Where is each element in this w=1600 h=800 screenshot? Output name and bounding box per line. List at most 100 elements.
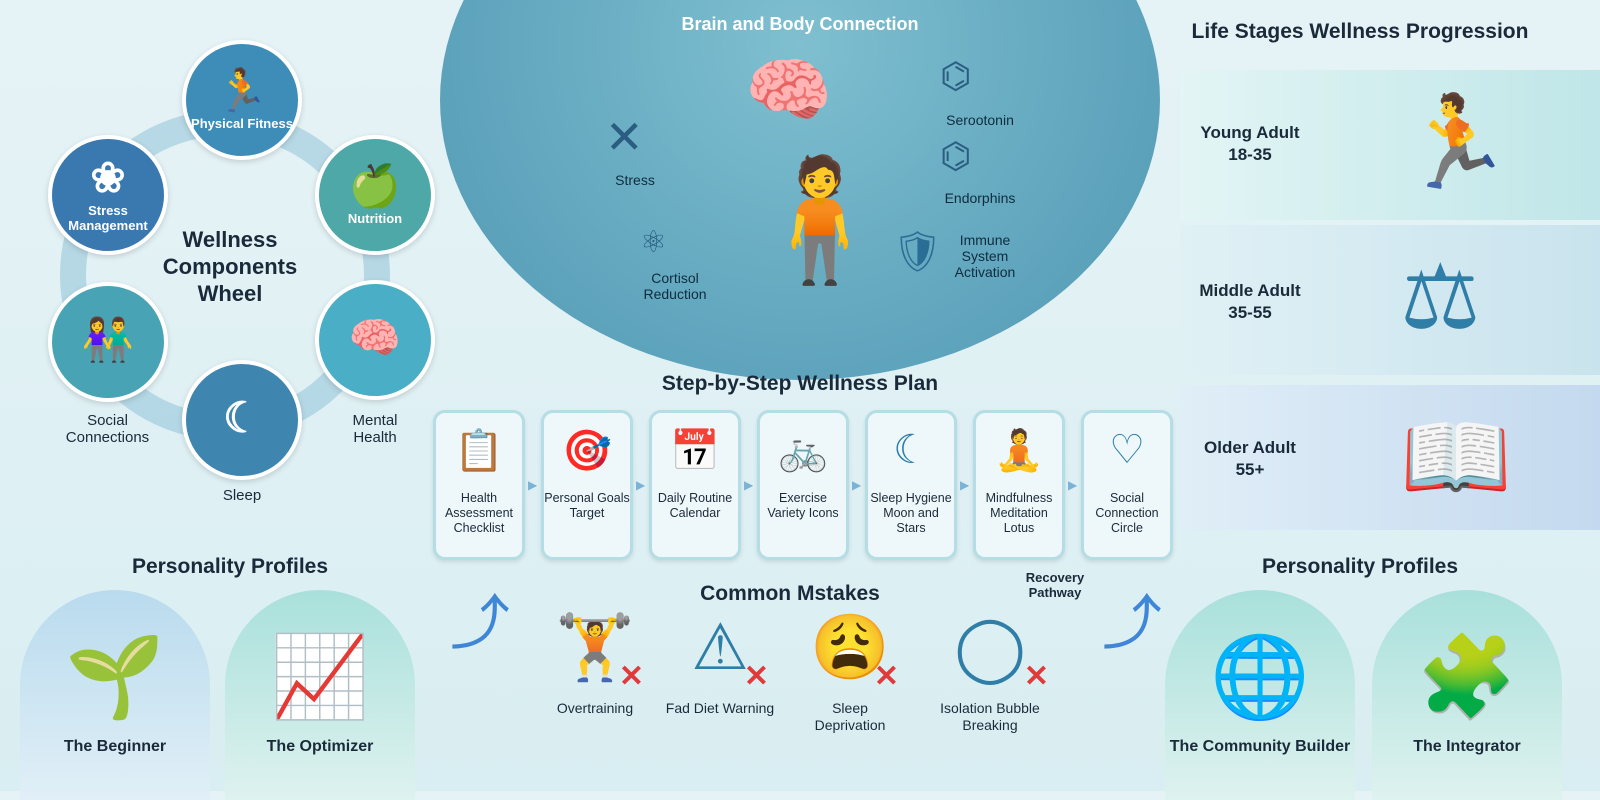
moon-stars-icon: ☾ (223, 394, 261, 441)
profile-integrator: 🧩 The Integrator (1372, 590, 1562, 800)
wheel-sleep: ☾ (182, 360, 302, 480)
tired-face-clock-icon: 😩✕ (810, 611, 899, 693)
mistake-item: ◯✕ Isolation Bubble Breaking (925, 610, 1055, 734)
profile-label: The Integrator (1413, 738, 1521, 755)
arrow-right-icon: ▶ (1068, 478, 1078, 492)
plan-step: 🎯 Personal Goals Target (541, 410, 633, 560)
tai-chi-book-icon: 📖 (1400, 408, 1513, 508)
x-mark-icon: ✕ (743, 660, 769, 693)
profile-optimizer: 📈 The Optimizer (225, 590, 415, 800)
mistake-item: 🏋✕ Overtraining (540, 610, 650, 717)
brain-icon: 🧠 (745, 51, 833, 129)
wheel-label: Social Connections (65, 412, 150, 446)
stage-name: Older Adult (1204, 438, 1296, 457)
plan-step: 📅 Daily Routine Calendar (649, 410, 741, 560)
stage-name: Middle Adult (1199, 281, 1301, 300)
puzzle-icon: 🧩 (1417, 632, 1517, 721)
recovery-label: Recovery Pathway (1025, 570, 1085, 600)
profile-beginner: 🌱The Beginner (20, 590, 210, 800)
sprinter-icon: 🏃 (1400, 93, 1513, 193)
arrow-right-icon: ▶ (852, 478, 862, 492)
step-label: Sleep Hygiene Moon and Stars (870, 491, 952, 535)
yoga-balance-icon: ⚖ (1400, 248, 1481, 348)
apple-water-icon: 🍏 (348, 161, 402, 209)
dashboard-chart-icon: 📈 (270, 632, 370, 721)
community-globe-icon: 🌐 (1210, 632, 1310, 721)
immune-label: Immune System Activation (954, 232, 1016, 280)
wheel-label: Nutrition (347, 210, 403, 226)
mistake-label: Fad Diet Warning (665, 700, 775, 716)
exercise-variety-icon: 🚲 (778, 429, 828, 473)
mistake-label: Isolation Bubble Breaking (940, 700, 1040, 733)
stress-icon: ✕ (605, 111, 644, 163)
endorphins-label: Endorphins (944, 190, 1016, 206)
checklist-icon: 📋 (454, 429, 504, 473)
target-icon: 🎯 (562, 429, 612, 473)
arrow-right-icon: ▶ (528, 478, 538, 492)
life-stage-older: Older Adult 55+ 📖 (1180, 385, 1600, 530)
profiles-right-title: Personality Profiles (1261, 555, 1459, 578)
wheel-stress-management: ❀Stress Management (48, 135, 168, 255)
profile-label: The Beginner (63, 738, 167, 755)
brain-title: Brain and Body Connection (681, 14, 919, 34)
step-label: Social Connection Circle (1095, 491, 1159, 535)
mistake-item: ⚠✕ Fad Diet Warning (665, 610, 775, 717)
runner-dumbbell-icon: 🏃 (215, 66, 269, 114)
cortisol-label: Cortisol Reduction (643, 270, 707, 302)
serotonin-molecule-icon: ⌬ (940, 55, 972, 96)
mistakes-title: Common Mstakes (700, 582, 880, 605)
x-mark-icon: ✕ (1023, 660, 1049, 693)
arrow-right-icon: ▶ (960, 478, 970, 492)
human-body-icon: 🧍 (745, 153, 895, 287)
step-label: Health Assessment Checklist (444, 491, 514, 535)
profile-label: The Community Builder (1169, 738, 1351, 755)
stage-range: 55+ (1235, 460, 1265, 479)
profile-label: The Optimizer (266, 738, 374, 755)
wheel-label: Mental Health (352, 412, 398, 446)
x-mark-icon: ✕ (873, 660, 899, 693)
wheel-social-connections: 👫 (48, 282, 168, 402)
wheel-label: Stress Management (68, 203, 148, 233)
wheel-physical-fitness: 🏃Physical Fitness (182, 40, 302, 160)
stress-label: Stress (615, 172, 655, 188)
meditation-lotus-icon: 🧘 (994, 429, 1044, 473)
mistake-label: Overtraining (556, 700, 634, 716)
wheel-mental-health: 🧠 (315, 280, 435, 400)
weightlifter-icon: 🏋✕ (555, 611, 644, 693)
plan-step: 🧘 Mindfulness Meditation Lotus (973, 410, 1065, 560)
isolation-bubble-icon: ◯✕ (954, 611, 1049, 693)
molecule-icon: ⚛ (640, 226, 667, 259)
plan-step: 🚲Exercise Variety Icons (757, 410, 849, 560)
wheel-label: Sleep (222, 487, 262, 504)
warning-triangle-icon: ⚠✕ (691, 611, 769, 693)
arrow-right-icon: ▶ (744, 478, 754, 492)
endorphin-molecule-icon: ⌬ (940, 135, 972, 176)
plan-step: 📋 Health Assessment Checklist (433, 410, 525, 560)
stage-range: 18-35 (1228, 145, 1272, 164)
life-stage-young: Young Adult 18-35 🏃 (1180, 70, 1600, 220)
mistake-item: 😩✕ Sleep Deprivation (795, 610, 905, 734)
step-label: Personal Goals Target (544, 491, 630, 520)
profile-community-builder: 🌐 The Community Builder (1165, 590, 1355, 800)
plan-step: ♡Social Connection Circle (1081, 410, 1173, 560)
step-label: Daily Routine Calendar (657, 491, 733, 520)
wheel-nutrition: 🍏Nutrition (315, 135, 435, 255)
plan-step: ☾ Sleep Hygiene Moon and Stars (865, 410, 957, 560)
arrow-right-icon: ▶ (636, 478, 646, 492)
serotonin-label: Serootonin (946, 112, 1014, 128)
stage-name: Young Adult (1200, 123, 1300, 142)
wheel-title: Wellness Components Wheel (162, 227, 298, 306)
wheel-label: Physical Fitness (191, 115, 293, 131)
recovery-arrow-left-icon: ⤴ (450, 590, 510, 657)
recovery-arrow-right-icon: ⤴ (1102, 590, 1162, 657)
sleep-mask-moon-icon: ☾ (893, 428, 929, 472)
mistake-label: Sleep Deprivation (814, 700, 886, 733)
life-title: Life Stages Wellness Progression (1191, 20, 1529, 43)
people-holding-hands-icon: 👫 (81, 316, 135, 363)
calendar-icon: 📅 (670, 429, 720, 473)
profiles-left-title: Personality Profiles (131, 555, 329, 578)
shield-plus-icon: 🛡 (892, 230, 943, 274)
x-mark-icon: ✕ (618, 660, 644, 693)
step-label: Mindfulness Meditation Lotus (985, 491, 1053, 535)
